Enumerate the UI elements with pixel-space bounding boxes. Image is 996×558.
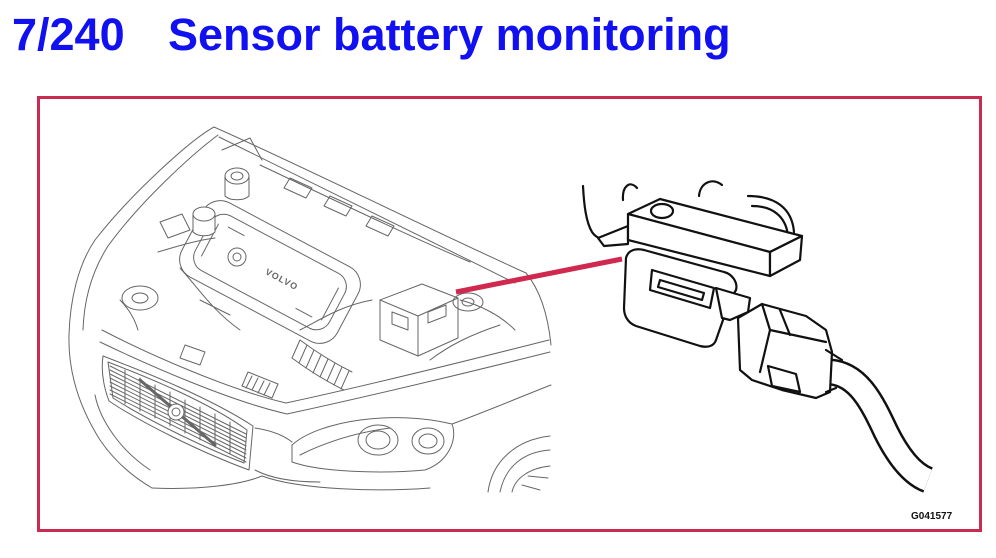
grille [101, 355, 254, 471]
wire-arc [697, 180, 724, 198]
sensor-connector-plug [736, 302, 844, 400]
radiator-support [99, 329, 551, 415]
connector-clip [766, 364, 802, 394]
front-bracket [179, 344, 206, 366]
figure-code: G041577 [911, 511, 953, 522]
car-body-outline [68, 126, 215, 489]
fuse-box [379, 283, 459, 357]
volvo-badge-icon [167, 403, 185, 421]
intake-hose [291, 339, 353, 391]
bumper-lines [94, 394, 431, 491]
oil-filler-cap [227, 247, 247, 267]
engine-hoses [119, 237, 516, 361]
engine-cover: VOLVO [179, 200, 361, 344]
strut-towers [121, 285, 484, 312]
fender-inner-line [82, 134, 219, 331]
sensor-wire [581, 184, 614, 243]
sensor-body [622, 248, 752, 348]
coolant-reservoir [224, 167, 250, 201]
front-fender-line [451, 384, 552, 425]
car-engine-bay-illustration: VOLVO [68, 126, 552, 493]
washer-reservoir [192, 206, 216, 237]
battery-sensor-illustration [581, 180, 934, 493]
figure-frame [37, 96, 982, 532]
cowl-components [221, 137, 395, 237]
engine-bay-rear-edge [213, 126, 527, 284]
pointer-line [455, 256, 623, 295]
wheel-arch [487, 435, 551, 493]
brake-fluid-box [159, 213, 191, 239]
battery-cover [241, 371, 279, 399]
right-fender-edge [525, 272, 552, 346]
battery-terminal-clamp [596, 197, 804, 278]
headlight [291, 417, 455, 473]
slide-number: 7/240 [12, 9, 125, 60]
terminal-bolt-icon [649, 202, 675, 220]
wire-loop [621, 183, 639, 202]
page-title: Sensor battery monitoring [168, 9, 731, 60]
